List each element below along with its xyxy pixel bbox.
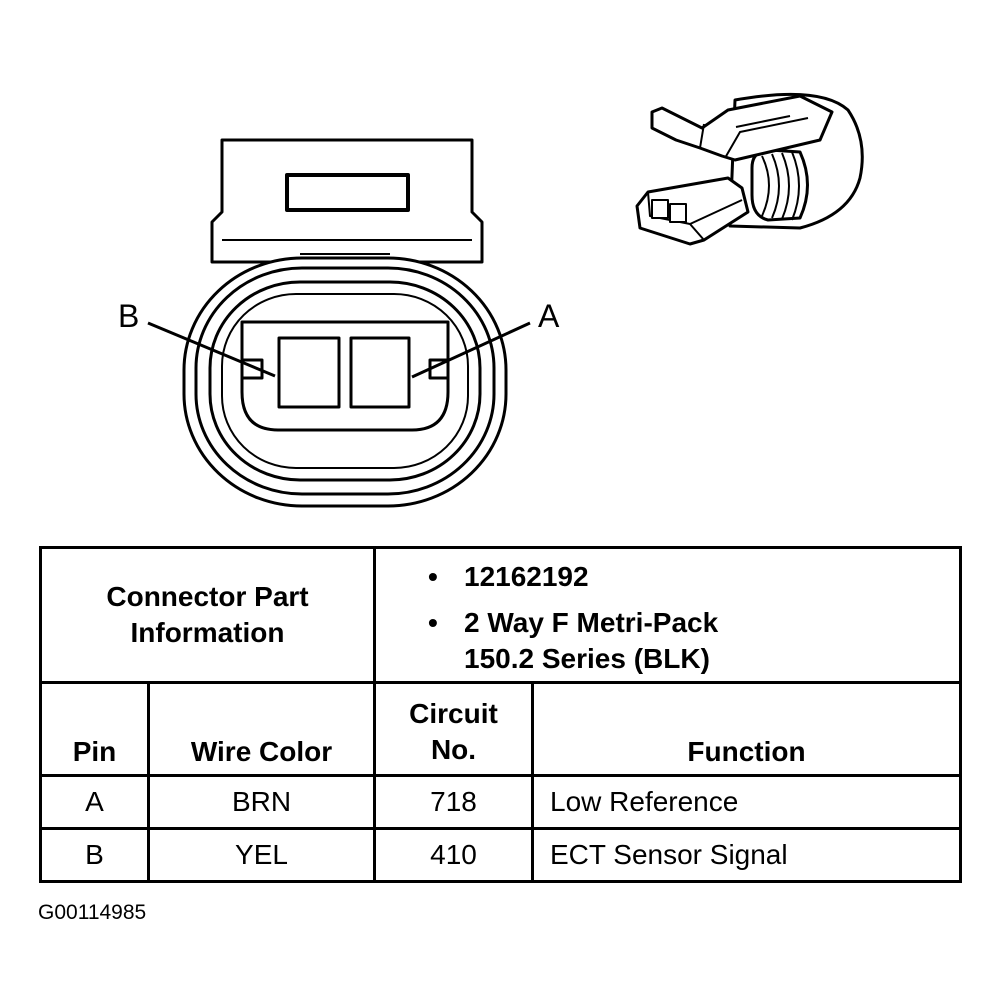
header-wire-color: Wire Color: [147, 681, 376, 777]
connector-isometric-view: [635, 92, 864, 246]
connector-part-label-line1: Connector Part: [106, 581, 309, 612]
bullet-icon: •: [428, 607, 438, 638]
connector-face-view: [147, 138, 531, 508]
part-number-item: • 12162192: [428, 559, 959, 595]
pin-a-callout: A: [538, 298, 560, 334]
part-info-row: Connector Part Information • 12162192 • …: [39, 546, 963, 684]
table-row: A BRN 718 Low Reference: [39, 774, 963, 830]
header-pin: Pin: [39, 681, 150, 777]
connector-part-label-line2: Information: [130, 617, 285, 648]
cell-wire-color: BRN: [147, 774, 376, 830]
connector-diagram: [147, 92, 864, 508]
cell-wire-color: YEL: [147, 827, 376, 883]
bullet-icon: •: [428, 561, 438, 592]
connector-info-table: Connector Part Information • 12162192 • …: [39, 546, 963, 883]
pin-b-callout: B: [118, 298, 140, 334]
column-header-row: Pin Wire Color Circuit No. Function: [39, 681, 963, 777]
cell-circuit: 718: [373, 774, 534, 830]
part-number: 12162192: [464, 561, 589, 592]
table-row: B YEL 410 ECT Sensor Signal: [39, 827, 963, 883]
connector-part-details: • 12162192 • 2 Way F Metri-Pack 150.2 Se…: [372, 546, 963, 684]
connector-type-line2: 150.2 Series (BLK): [464, 643, 710, 674]
cell-function: Low Reference: [530, 774, 963, 830]
cell-function: ECT Sensor Signal: [530, 827, 963, 883]
cell-pin: A: [39, 774, 150, 830]
cell-pin: B: [39, 827, 150, 883]
connector-type-line1: 2 Way F Metri-Pack: [464, 607, 719, 638]
header-circuit-line1: Circuit: [409, 698, 498, 729]
connector-part-info-label: Connector Part Information: [39, 546, 376, 684]
header-function: Function: [530, 681, 963, 777]
header-circuit-line2: No.: [430, 734, 477, 765]
cell-circuit: 410: [373, 827, 534, 883]
figure-code: G00114985: [38, 901, 147, 924]
connector-type-item: • 2 Way F Metri-Pack 150.2 Series (BLK): [428, 605, 959, 677]
header-circuit-no: Circuit No.: [373, 681, 534, 777]
